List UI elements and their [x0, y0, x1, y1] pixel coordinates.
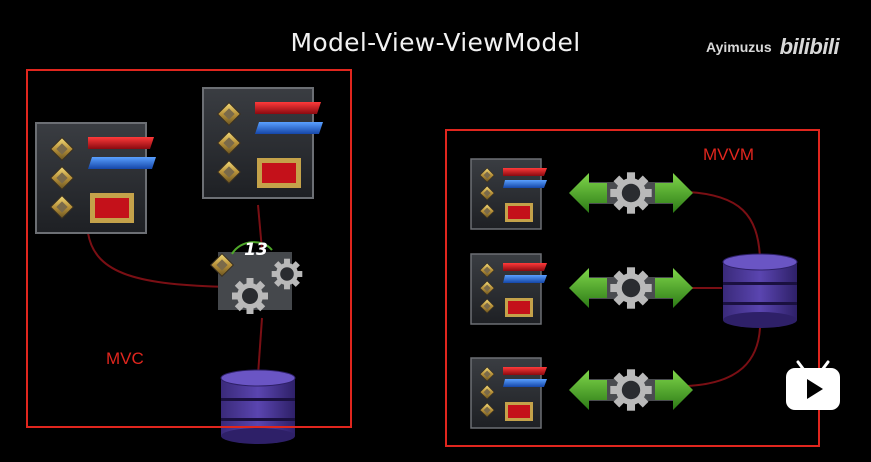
mvvm-view-1: [471, 159, 547, 229]
mvvm-label: MVVM: [703, 145, 754, 164]
mvc-view-2: [203, 88, 323, 198]
mvc-view-1: [36, 123, 156, 233]
mvvm-database: [722, 253, 798, 329]
watermark-author: Ayimuzus: [706, 39, 772, 55]
bilibili-logo: bilibili: [779, 34, 840, 59]
mvc-controller: 13: [210, 240, 303, 314]
mvvm-frame: [445, 129, 820, 447]
mvc-database: [220, 369, 296, 445]
page-title: Model-View-ViewModel: [290, 28, 581, 57]
mvvm-connectors: [687, 191, 761, 387]
watermark: Ayimuzus bilibili: [706, 34, 840, 60]
controller-badge: 13: [244, 240, 268, 260]
tv-player-icon[interactable]: [786, 360, 840, 410]
mvvm-viewmodel-3: [569, 369, 693, 410]
mvvm-view-2: [471, 254, 547, 324]
mvvm-viewmodel-2: [569, 267, 693, 308]
mvc-label: MVC: [106, 349, 144, 368]
mvc-frame: [26, 69, 352, 428]
mvvm-view-3: [471, 358, 547, 428]
mvvm-viewmodel-1: [569, 172, 693, 213]
